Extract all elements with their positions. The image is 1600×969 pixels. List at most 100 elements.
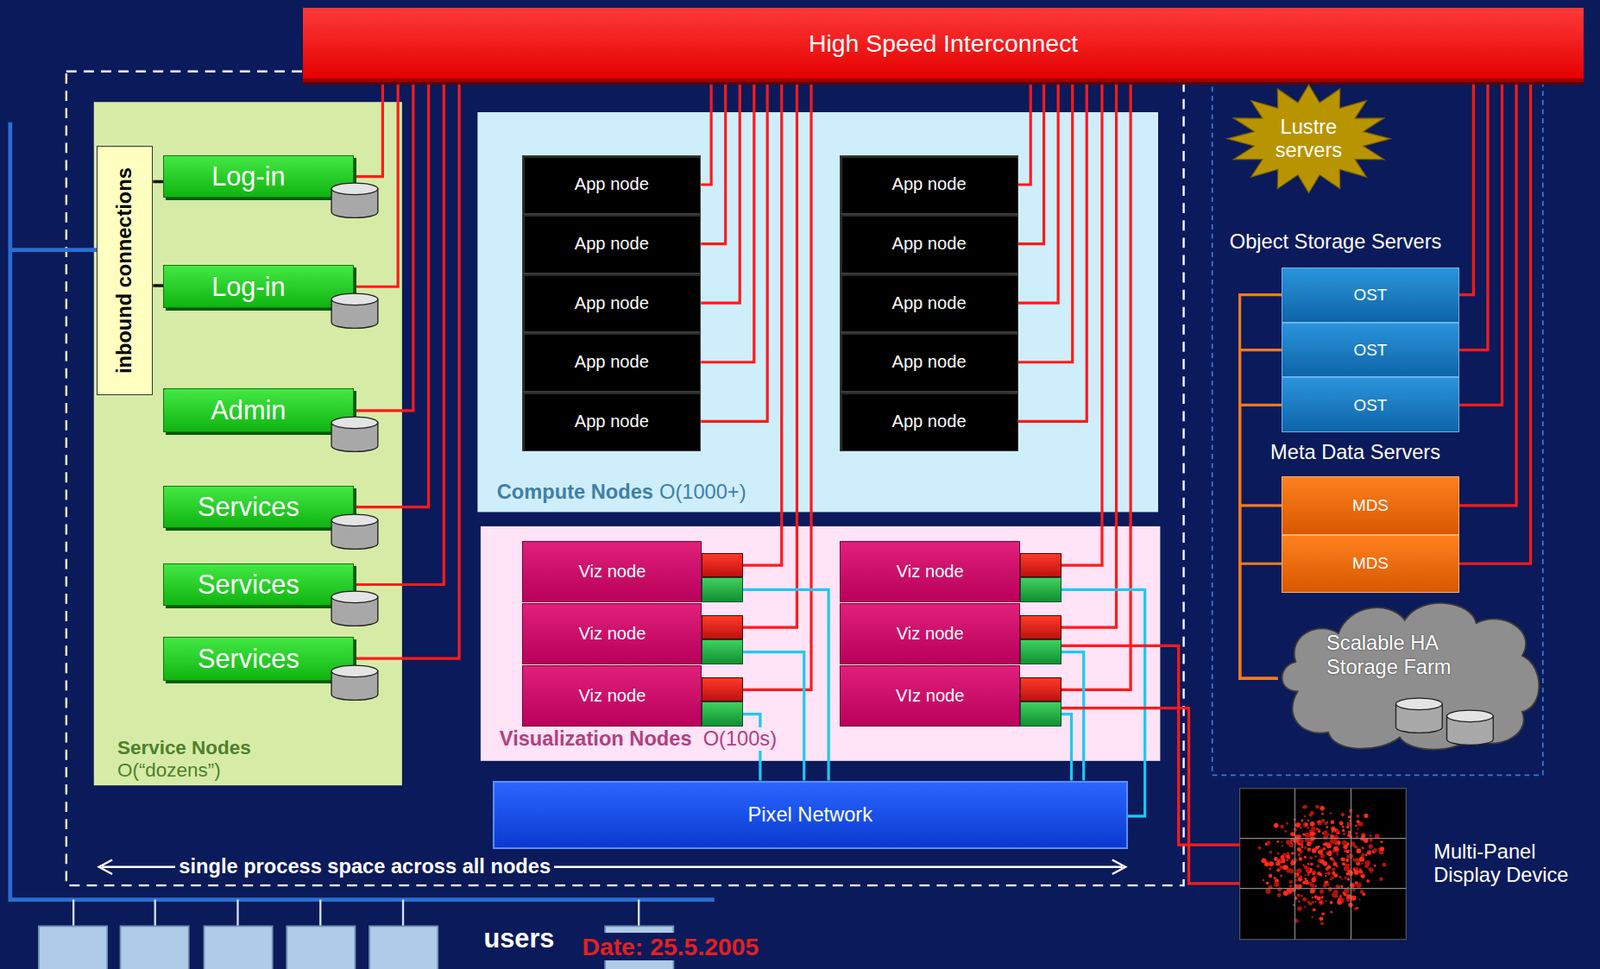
- port-green: [1020, 701, 1061, 726]
- storage-bus-link: [1240, 295, 1282, 680]
- image-dot: [1321, 812, 1324, 816]
- image-dot: [1291, 839, 1294, 842]
- viz-node-box: Viz node: [839, 603, 1062, 665]
- interconnect-link: [353, 81, 383, 177]
- image-dot: [1325, 883, 1330, 888]
- image-dot: [1361, 892, 1366, 896]
- image-dot: [1305, 867, 1311, 873]
- image-dot: [1327, 865, 1332, 870]
- image-dot: [1379, 846, 1385, 851]
- image-dot: [1302, 897, 1306, 901]
- image-dot: [1368, 844, 1374, 849]
- image-dot: [1288, 888, 1293, 894]
- image-dot: [1304, 832, 1311, 838]
- viz-node-box: VIz node: [839, 665, 1062, 727]
- disk-icon: [329, 590, 380, 628]
- pixel-link: [743, 589, 829, 781]
- image-dot: [1343, 850, 1346, 852]
- interconnect-link: [743, 81, 812, 691]
- image-dot: [1314, 894, 1318, 899]
- image-dot: [1273, 823, 1279, 829]
- image-dot: [1353, 857, 1357, 862]
- image-dot: [1341, 829, 1345, 832]
- panel-grid: [1240, 788, 1407, 940]
- image-dot: [1273, 876, 1277, 880]
- image-dot: [1283, 890, 1289, 896]
- image-dot: [1365, 853, 1368, 857]
- display-device: Multi-Panel Display Device: [1240, 788, 1600, 940]
- disk-icon: [329, 415, 380, 454]
- region-fill: [94, 101, 403, 786]
- image-dot: [1273, 881, 1279, 888]
- image-dot: [1339, 875, 1342, 879]
- image-dot: [1297, 853, 1301, 857]
- starburst-outline: [1227, 84, 1391, 193]
- image-dot: [1346, 855, 1350, 859]
- starburst: Lustre servers: [1224, 83, 1393, 195]
- image-dot: [1310, 888, 1315, 894]
- port-red: [701, 553, 743, 578]
- node-label: inbound connections: [113, 167, 137, 374]
- image-dot: [1300, 845, 1304, 849]
- disk-top: [1396, 698, 1443, 710]
- image-dot: [1291, 851, 1294, 855]
- disk-icon: [329, 664, 380, 702]
- image-dot: [1335, 843, 1337, 845]
- disk-top: [331, 665, 378, 677]
- image-dot: [1363, 813, 1368, 819]
- image-dot: [1323, 822, 1328, 826]
- image-dot: [1320, 895, 1323, 899]
- disk-icon: [329, 513, 380, 551]
- image-dot: [1346, 894, 1352, 900]
- image-dot: [1355, 835, 1359, 838]
- image-dot: [1369, 834, 1373, 838]
- image-dot: [1361, 846, 1365, 850]
- interconnect-link: [1459, 81, 1517, 506]
- storage-bus-link: [1240, 350, 1282, 680]
- image-dot: [1289, 869, 1294, 874]
- image-dot: [1311, 889, 1315, 893]
- image-dot: [1355, 814, 1359, 818]
- disk-top: [331, 183, 378, 196]
- disk-icon: [1394, 697, 1444, 735]
- image-dot: [1360, 873, 1365, 878]
- interconnect-link: [743, 81, 782, 566]
- app-node-box: App node: [839, 214, 1019, 274]
- disk-icon: [1445, 709, 1495, 747]
- app-node-box: App node: [522, 273, 701, 334]
- image-dot: [1310, 831, 1315, 837]
- disk-top: [331, 293, 378, 305]
- app-node-box: App node: [839, 273, 1019, 334]
- image-dot: [1379, 840, 1383, 844]
- display-image: [1258, 805, 1387, 926]
- image-dot: [1266, 881, 1270, 886]
- image-dot: [1324, 875, 1327, 877]
- disk-icon: [329, 182, 380, 220]
- image-dot: [1379, 877, 1384, 882]
- image-dot: [1310, 821, 1316, 827]
- image-dot: [1311, 900, 1315, 904]
- image-dot: [1319, 889, 1324, 895]
- image-dot: [1302, 863, 1304, 866]
- image-dot: [1280, 825, 1285, 829]
- image-dot: [1295, 823, 1300, 828]
- app-node-box: App node: [839, 155, 1019, 215]
- terminal: [286, 925, 355, 969]
- image-dot: [1295, 879, 1298, 882]
- image-dot: [1317, 829, 1322, 833]
- display-panel: [1240, 788, 1407, 940]
- region-count: O(1000+): [659, 480, 746, 504]
- image-dot: [1307, 862, 1311, 866]
- pixel-link: [1061, 714, 1072, 782]
- image-dot: [1297, 875, 1300, 877]
- image-dot: [1316, 871, 1322, 876]
- node-label: OST: [1354, 396, 1388, 416]
- image-dot: [1309, 856, 1313, 860]
- image-dot: [1276, 868, 1280, 872]
- interconnect-link: [1459, 81, 1475, 296]
- storage-bus-link: [1240, 505, 1282, 679]
- image-dot: [1300, 870, 1303, 873]
- node-label: Multi-Panel Display Device: [1433, 840, 1597, 888]
- interconnect-link: [1061, 81, 1103, 566]
- node-label: App node: [892, 233, 967, 254]
